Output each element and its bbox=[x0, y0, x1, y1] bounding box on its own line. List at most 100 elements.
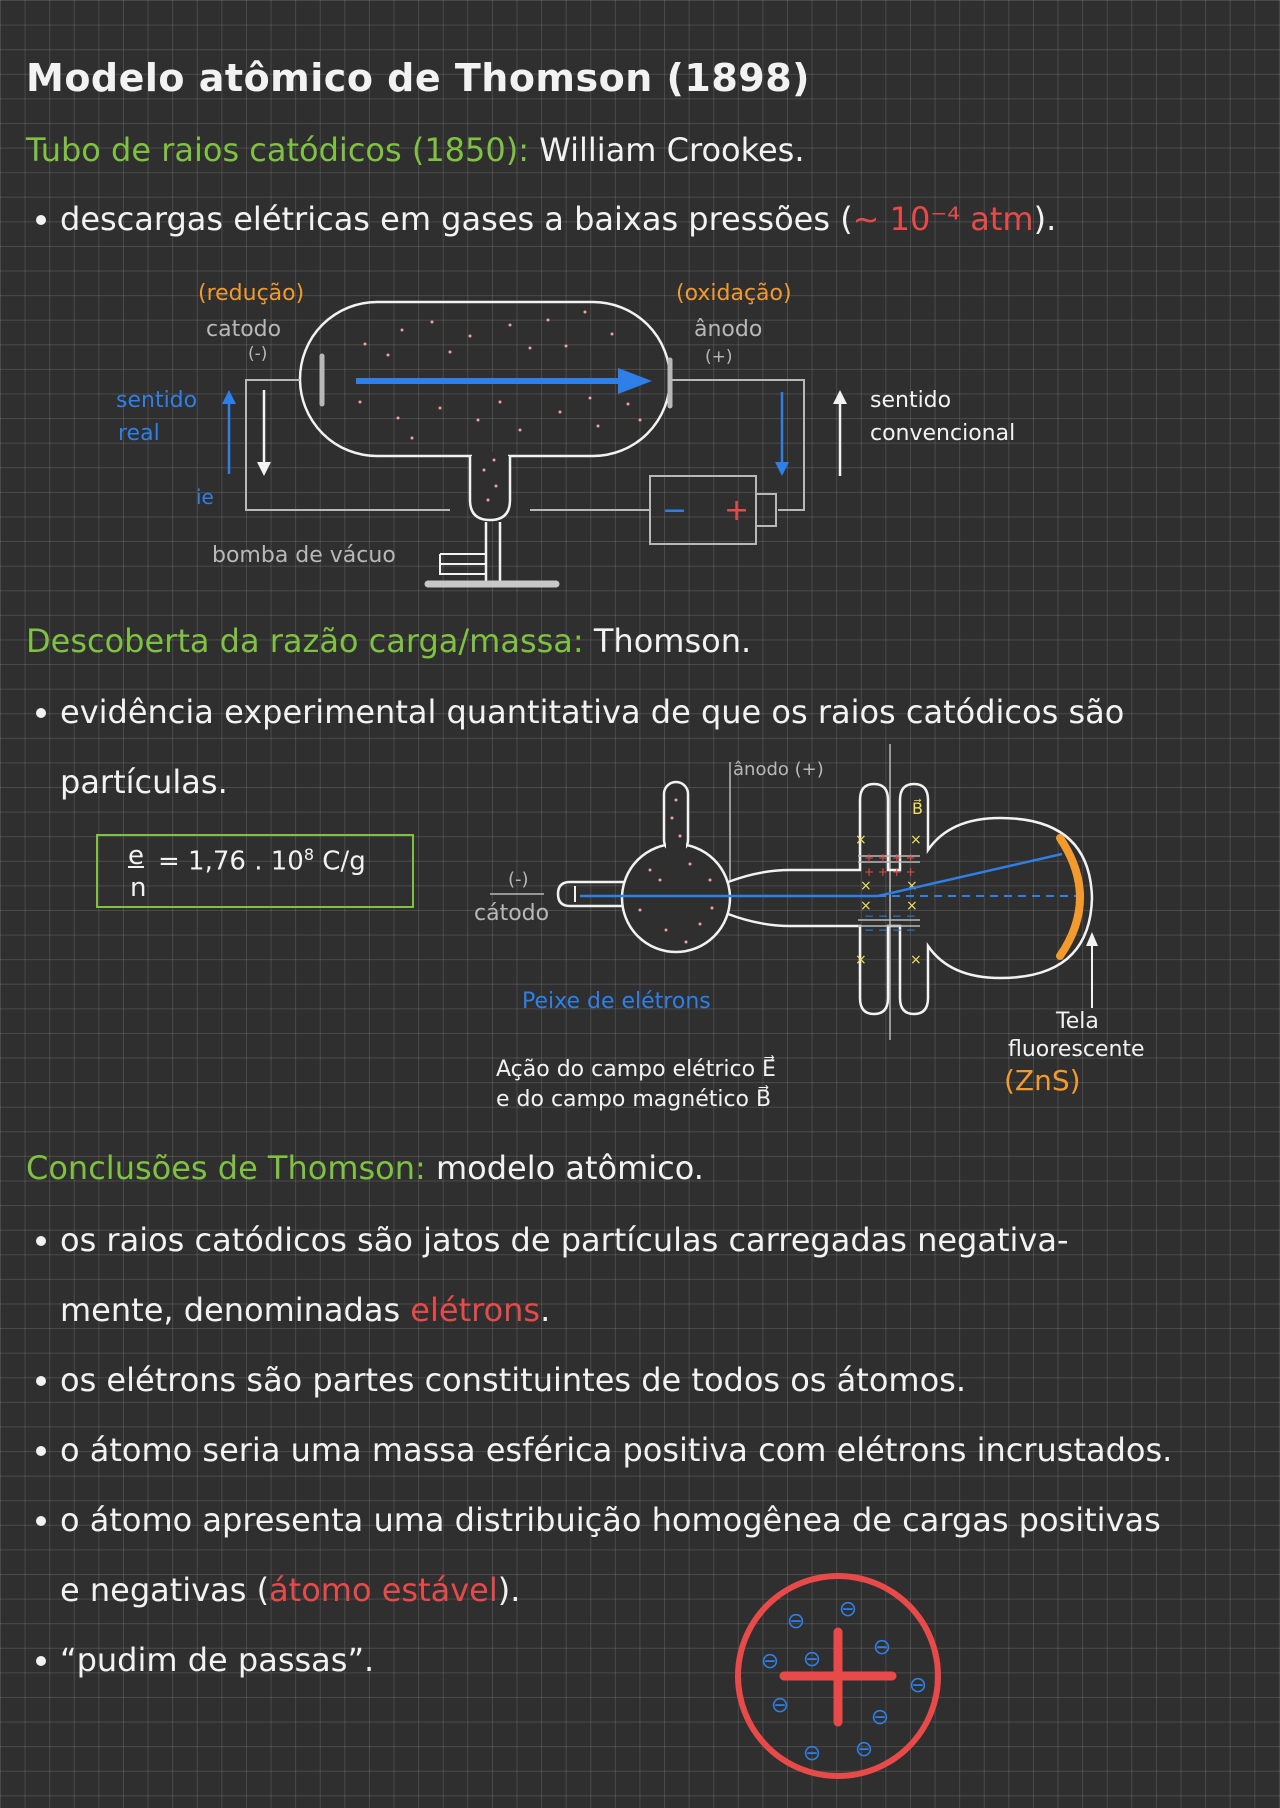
svg-text:×: × bbox=[855, 952, 867, 968]
svg-text:− − − −: − − − − bbox=[864, 923, 916, 937]
tela-label-1: Tela bbox=[1056, 1009, 1099, 1034]
atomo-estavel-highlight: átomo estável bbox=[269, 1571, 498, 1609]
battery-plus: + bbox=[724, 493, 750, 528]
sentido-real-label-2: real bbox=[118, 421, 160, 446]
electron-beam-deflected bbox=[877, 852, 1063, 898]
bulb-particles bbox=[638, 798, 714, 944]
anodo-plus-label: ânodo (+) bbox=[733, 759, 824, 780]
svg-text:×: × bbox=[906, 878, 918, 894]
page-title: Modelo atômico de Thomson (1898) bbox=[26, 56, 811, 100]
electron-icon: ⊖ bbox=[771, 1693, 789, 1718]
ie-label: ie bbox=[196, 485, 214, 509]
electrons: ⊖ ⊖ ⊖ ⊖ ⊖ ⊖ ⊖ ⊖ ⊖ ⊖ bbox=[761, 1597, 927, 1766]
formula-exponent: 8 bbox=[303, 845, 315, 864]
section2-author: Thomson. bbox=[593, 622, 752, 660]
cathode-stub bbox=[556, 880, 624, 908]
section1-heading-line: Tubo de raios catódicos (1850): William … bbox=[26, 131, 805, 169]
heading-separator: : bbox=[572, 622, 584, 660]
bullet-dot bbox=[36, 708, 46, 718]
conclusion-3: o átomo seria uma massa esférica positiv… bbox=[60, 1431, 1173, 1469]
electron-icon: ⊖ bbox=[873, 1635, 891, 1660]
svg-text:+ + + +: + + + + bbox=[864, 865, 916, 879]
conclusion-1-text: mente, denominadas bbox=[60, 1291, 411, 1329]
section3-heading: Conclusões de Thomson bbox=[26, 1149, 416, 1187]
svg-text:×: × bbox=[906, 898, 918, 914]
svg-text:×: × bbox=[855, 832, 867, 848]
gas-particles bbox=[358, 310, 642, 502]
section2-heading-line: Descoberta da razão carga/massa: Thomson… bbox=[26, 622, 752, 660]
svg-text:×: × bbox=[910, 832, 922, 848]
electron-icon: ⊖ bbox=[909, 1673, 927, 1698]
section1-author: William Crookes. bbox=[539, 131, 805, 169]
electron-icon: ⊖ bbox=[839, 1597, 857, 1622]
negative-plate-charges: − − − − − − − − bbox=[864, 909, 916, 937]
electron-icon: ⊖ bbox=[803, 1741, 821, 1766]
acao-label-1: Ação do campo elétrico E⃗ bbox=[496, 1057, 776, 1082]
bullet-text: descargas elétricas em gases a baixas pr… bbox=[60, 200, 853, 238]
battery-minus: − bbox=[662, 493, 688, 528]
electron-icon: ⊖ bbox=[803, 1647, 821, 1672]
sentido-convencional-label-1: sentido bbox=[870, 388, 952, 413]
formula-value: = 1,76 . 108 C/g bbox=[158, 846, 366, 876]
electron-icon: ⊖ bbox=[761, 1649, 779, 1674]
eletrons-highlight: elétrons bbox=[410, 1291, 541, 1329]
section3-heading-line: Conclusões de Thomson: modelo atômico. bbox=[26, 1149, 704, 1187]
battery bbox=[649, 475, 757, 545]
tela-label-2: fluorescente bbox=[1008, 1037, 1145, 1062]
svg-text:×: × bbox=[910, 952, 922, 968]
formula-numerator: e bbox=[128, 841, 144, 871]
section2-bullet-line1: evidência experimental quantitativa de q… bbox=[60, 693, 1125, 731]
sentido-real-label-1: sentido bbox=[116, 388, 198, 413]
electron-icon: ⊖ bbox=[871, 1705, 889, 1730]
anodo-label: ânodo bbox=[694, 317, 763, 342]
svg-text:− − − −: − − − − bbox=[864, 909, 916, 923]
pump-valve bbox=[439, 553, 486, 575]
conclusion-5: “pudim de passas”. bbox=[60, 1641, 375, 1679]
sentido-convencional-label-2: convencional bbox=[870, 421, 1016, 446]
b-field-label: B⃗ bbox=[912, 799, 923, 818]
reducao-label: (redução) bbox=[198, 281, 305, 306]
conclusion-1-end: . bbox=[540, 1291, 551, 1329]
electron-icon: ⊖ bbox=[855, 1737, 873, 1762]
svg-text:+ + + +: + + + + bbox=[864, 851, 916, 865]
section1-heading: Tubo de raios catódicos (1850) bbox=[26, 131, 519, 169]
section2-heading: Descoberta da razão carga/massa bbox=[26, 622, 573, 660]
conclusion-4-end: ). bbox=[497, 1571, 521, 1609]
catodo-label: catodo bbox=[206, 317, 282, 342]
acao-label-2: e do campo magnético B⃗ bbox=[496, 1087, 772, 1112]
magnetic-field-crosses: × × × × × × × × bbox=[855, 832, 922, 968]
tube-neck bbox=[468, 456, 512, 522]
positive-plate-charges: + + + + + + + + bbox=[864, 851, 916, 879]
section3-subject: modelo atômico. bbox=[435, 1149, 704, 1187]
zns-label: (ZnS) bbox=[1004, 1064, 1081, 1097]
catodo-sign: (-) bbox=[248, 344, 268, 364]
bullet-text-end: ). bbox=[1033, 200, 1057, 238]
conclusion-4-line2: e negativas (átomo estável). bbox=[60, 1571, 521, 1609]
bullet-dot bbox=[36, 1516, 46, 1526]
formula-denominator: n bbox=[130, 873, 147, 903]
connecting-neck bbox=[727, 782, 1094, 1016]
bullet-dot bbox=[36, 215, 46, 225]
conclusion-1-line1: os raios catódicos são jatos de partícul… bbox=[60, 1221, 1069, 1259]
heading-separator: : bbox=[415, 1149, 426, 1187]
feixe-label: Peixe de elétrons bbox=[522, 989, 711, 1014]
electron-icon: ⊖ bbox=[787, 1609, 805, 1634]
atom-sphere bbox=[735, 1573, 941, 1779]
beam-arrowhead bbox=[618, 368, 652, 394]
section1-bullet: descargas elétricas em gases a baixas pr… bbox=[60, 200, 1057, 238]
wire-left bbox=[245, 379, 450, 511]
svg-text:×: × bbox=[860, 878, 872, 894]
heading-separator: : bbox=[518, 131, 530, 169]
anodo-sign: (+) bbox=[705, 347, 733, 367]
svg-text:×: × bbox=[860, 898, 872, 914]
conclusion-1-line2: mente, denominadas elétrons. bbox=[60, 1291, 551, 1329]
section2-bullet-line2: partículas. bbox=[60, 763, 228, 801]
oxidacao-label: (oxidação) bbox=[676, 281, 792, 306]
bullet-dot bbox=[36, 1236, 46, 1246]
conclusion-4-line1: o átomo apresenta uma distribuição homog… bbox=[60, 1501, 1161, 1539]
wire-right bbox=[670, 379, 805, 511]
pressure-value: ~ 10⁻⁴ atm bbox=[852, 200, 1034, 238]
